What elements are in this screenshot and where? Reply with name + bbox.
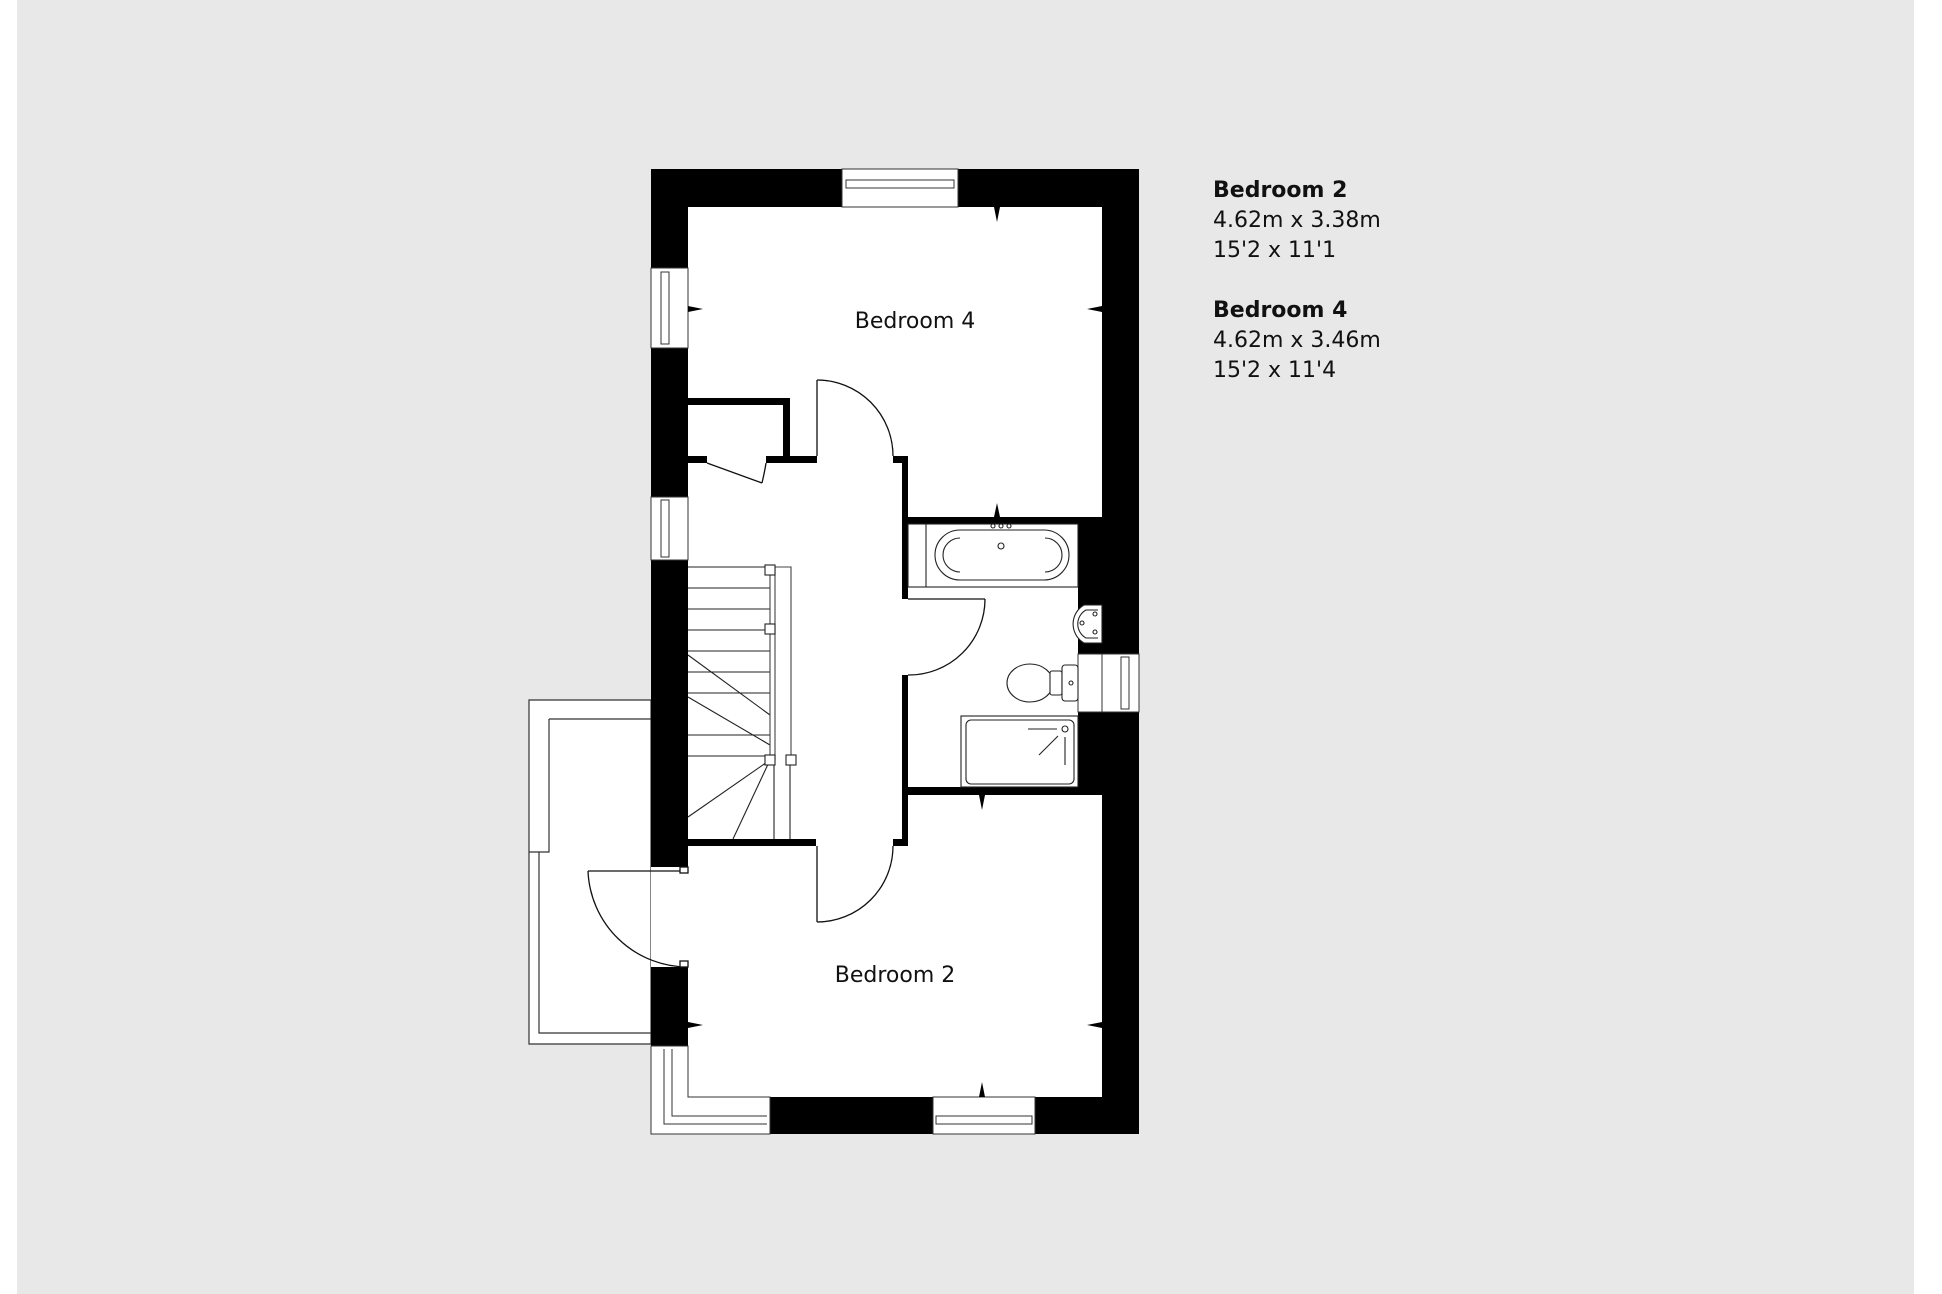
shower-tray bbox=[960, 715, 1079, 788]
legend-room-bedroom-2: Bedroom 2 4.62m x 3.38m 15'2 x 11'1 bbox=[1213, 176, 1381, 266]
legend-room-name: Bedroom 2 bbox=[1213, 178, 1348, 203]
legend-room-metric: 4.62m x 3.46m bbox=[1213, 328, 1381, 353]
doors bbox=[587, 379, 986, 968]
window-bathroom bbox=[1077, 653, 1140, 713]
window-bottom-bedroom-2 bbox=[932, 1096, 1036, 1135]
wash-basin bbox=[1072, 604, 1103, 644]
bath bbox=[907, 523, 1079, 588]
staircase bbox=[687, 564, 797, 840]
room-label-bedroom-4: Bedroom 4 bbox=[855, 309, 976, 334]
internal-walls bbox=[688, 398, 1102, 846]
legend-room-metric: 4.62m x 3.38m bbox=[1213, 208, 1381, 233]
balcony bbox=[528, 699, 652, 1045]
legend-room-imperial: 15'2 x 11'4 bbox=[1213, 358, 1337, 383]
window-left-bedroom-4 bbox=[650, 267, 689, 349]
door-bedroom-2 bbox=[816, 845, 894, 923]
door-balcony bbox=[587, 866, 689, 968]
window-left-landing bbox=[650, 496, 689, 561]
legend-room-imperial: 15'2 x 11'1 bbox=[1213, 238, 1337, 263]
room-dimensions-legend: Bedroom 2 4.62m x 3.38m 15'2 x 11'1 Bedr… bbox=[1213, 176, 1381, 416]
door-cupboard bbox=[706, 462, 767, 484]
legend-room-bedroom-4: Bedroom 4 4.62m x 3.46m 15'2 x 11'4 bbox=[1213, 296, 1381, 386]
toilet bbox=[1006, 663, 1079, 703]
legend-room-name: Bedroom 4 bbox=[1213, 298, 1348, 323]
windows bbox=[650, 168, 1140, 1135]
window-top-bedroom-4 bbox=[841, 168, 959, 208]
door-bathroom bbox=[907, 598, 986, 676]
outer-walls bbox=[651, 169, 1139, 1134]
room-label-bedroom-2: Bedroom 2 bbox=[835, 963, 956, 988]
dimension-markers bbox=[688, 207, 1102, 1097]
door-bedroom-4 bbox=[816, 379, 894, 457]
window-corner-bedroom-2 bbox=[650, 1045, 771, 1135]
